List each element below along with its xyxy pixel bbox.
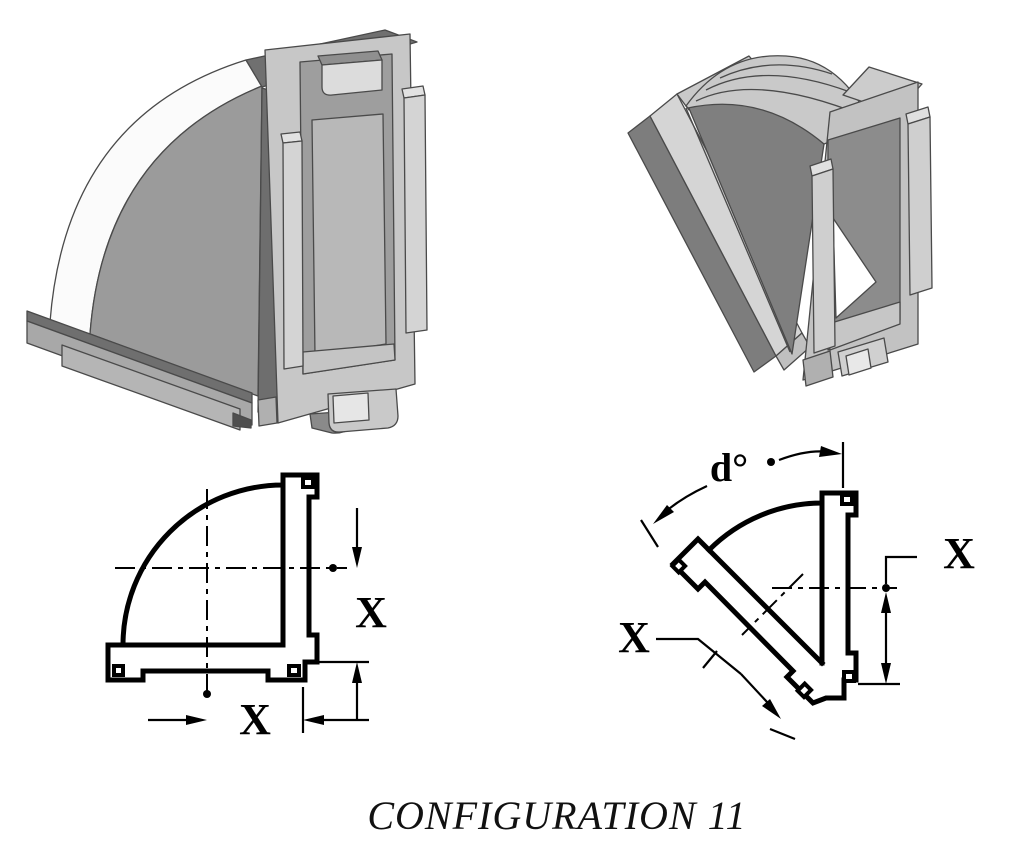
slot-notch-end (669, 556, 688, 576)
slot-notch-bottom-right (287, 664, 301, 677)
curved-crown-face (685, 55, 873, 145)
centerline-dot-right (329, 564, 337, 572)
crown-ridge-line-3 (719, 64, 833, 79)
left-slot-rail (282, 140, 304, 370)
slot-notch-corner (794, 680, 814, 700)
flange-inner-faces (120, 482, 286, 648)
dim-x-right-label: X (943, 529, 975, 578)
dim-x-horizontal-label: X (239, 695, 271, 744)
base-notch (232, 412, 252, 429)
quarter-wedge-face (89, 85, 263, 397)
right-slot-rail (907, 116, 933, 296)
left-slot-rail (811, 168, 836, 354)
leader-end-tick (769, 727, 796, 741)
arrowhead-left (303, 715, 324, 725)
bottom-tab-block (845, 348, 872, 376)
iso-view-back (627, 55, 933, 387)
figure-caption: CONFIGURATION 11 (367, 793, 747, 838)
dim-x-vertical-label: X (355, 588, 387, 637)
slot-notch-foot (842, 670, 856, 683)
leader-line-left (656, 637, 742, 675)
arrowhead-diagonal (762, 699, 781, 719)
arrowhead-lower-left (653, 505, 674, 524)
recess-sill (302, 343, 396, 375)
right-slot-rail (403, 94, 428, 334)
disc-edge-highlight (685, 107, 791, 353)
angle-d-label: d° (710, 445, 748, 490)
arrowhead-down (881, 663, 891, 684)
cross-section-90deg: X X (105, 472, 387, 744)
angle-tick-left (640, 519, 659, 548)
crown-ridge-line-1 (695, 88, 865, 117)
slot-notch-top (840, 493, 854, 506)
angle-dim-dot (767, 458, 775, 466)
recess-panel (311, 113, 387, 357)
centerline-diagonal (741, 573, 804, 636)
crown-ridge-line-2 (705, 74, 851, 93)
dim-x-left-label: X (618, 613, 650, 662)
dim-leader-right (884, 555, 917, 584)
cross-section-angled: d° X X (618, 442, 975, 741)
profile-outline (105, 472, 320, 683)
iso-view-front (26, 29, 428, 434)
arrowhead-down (352, 547, 362, 568)
flange-inner-faces (705, 500, 826, 667)
profile-outline (669, 490, 859, 706)
angle-arc-left (664, 485, 708, 513)
base-lower-lip (61, 344, 241, 431)
slot-notch-top (301, 476, 315, 489)
arrowhead-right (186, 715, 207, 725)
bottom-tab-block (332, 392, 370, 424)
centerline-dot (882, 584, 890, 592)
leader-slash (702, 650, 718, 669)
leader-arrow-shaft (740, 673, 768, 703)
arrowhead-up (352, 662, 362, 683)
arrowhead-up (881, 592, 891, 613)
arrowhead-upper-right (819, 446, 842, 457)
frame-foot (257, 396, 278, 427)
frame-foot (802, 350, 834, 387)
slot-notch-bottom-left (112, 664, 125, 677)
centerline-dot-bottom (203, 690, 211, 698)
top-tab-front (321, 59, 383, 96)
